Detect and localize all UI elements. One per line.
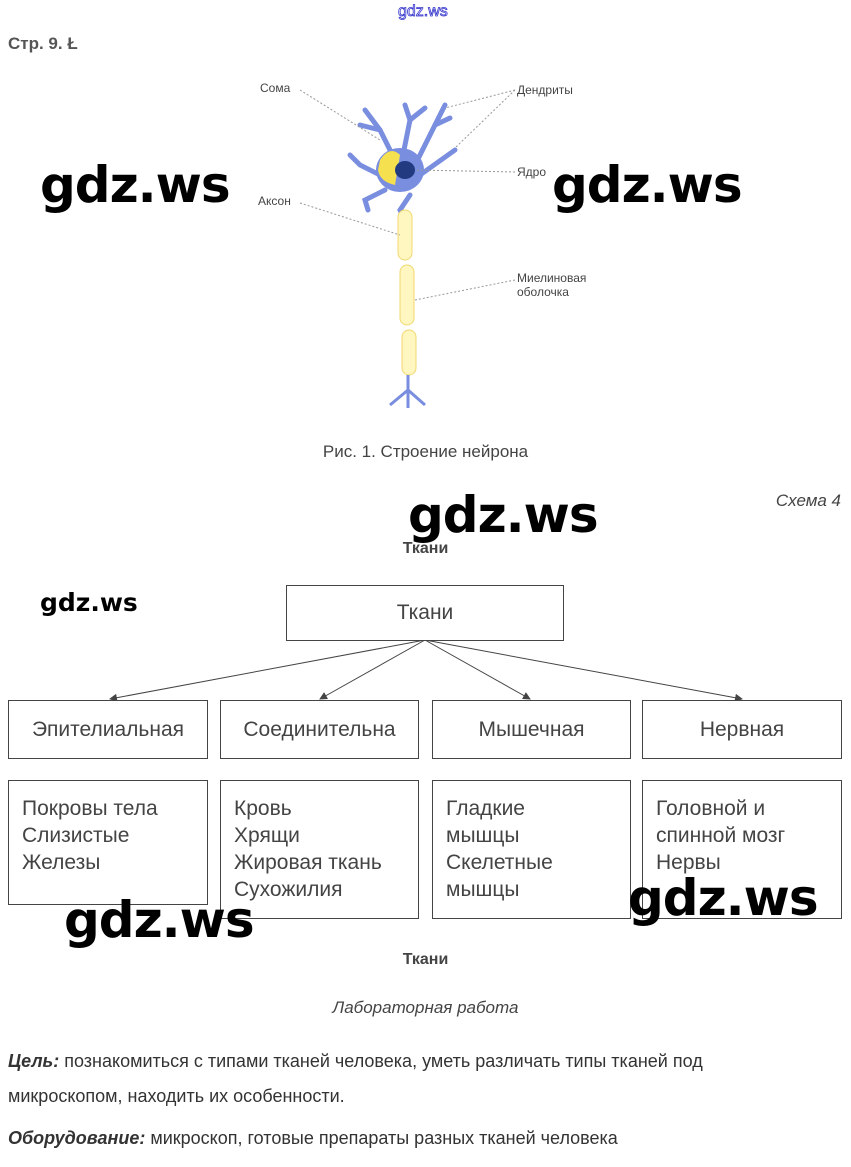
lab-title: Лабораторная работа — [332, 998, 519, 1017]
items-box-nervous: Головной и спинной мозг Нервы — [642, 780, 842, 919]
item: Покровы тела — [22, 797, 158, 820]
label-myelin-2: оболочка — [517, 285, 569, 299]
items-box-muscle: Гладкие мышцы Скелетные мышцы — [432, 780, 631, 919]
root-box: Ткани — [286, 585, 564, 641]
neuron-diagram — [299, 89, 516, 408]
item: Железы — [22, 851, 101, 874]
label-soma: Сома — [260, 81, 291, 95]
item: Жировая ткань — [234, 851, 382, 874]
scheme-title: Ткани — [402, 540, 449, 557]
label-myelin-1: Миелиновая — [517, 271, 587, 285]
label-nucleus: Ядро — [517, 165, 547, 179]
watermark: gdz.ws — [408, 486, 599, 544]
goal-text: познакомиться с типами тканей человека, … — [59, 1051, 703, 1071]
item: Сухожилия — [234, 878, 343, 901]
watermark: gdz.ws — [552, 156, 743, 214]
lab-equipment: Оборудование: микроскоп, готовые препара… — [8, 1128, 618, 1149]
item: спинной мозг — [656, 824, 786, 847]
item: Хрящи — [234, 824, 300, 847]
nucleus-icon — [395, 161, 415, 179]
item: Слизистые — [22, 824, 130, 847]
item: мышцы — [446, 824, 520, 847]
arrow-3 — [424, 639, 531, 700]
category-box: Соединительна — [220, 700, 419, 759]
figure-caption: Рис. 1. Строение нейрона — [322, 442, 529, 461]
watermark: gdz.ws — [628, 869, 819, 927]
category-box: Нервная — [642, 700, 842, 759]
items-box-epithelial: Покровы тела Слизистые Железы — [8, 780, 208, 905]
item: Скелетные — [446, 851, 553, 874]
item: Головной и — [656, 797, 766, 820]
arrow-1 — [109, 639, 426, 702]
equipment-text: микроскоп, готовые препараты разных ткан… — [145, 1128, 618, 1148]
watermark: gdz.ws — [64, 891, 255, 949]
top-watermark-link[interactable]: gdz.ws — [398, 3, 449, 21]
label-dendrites: Дендриты — [517, 83, 573, 97]
category-box: Эпителиальная — [8, 700, 208, 759]
item: Нервы — [656, 851, 721, 874]
axon-icon — [389, 209, 426, 408]
scheme-caption: Ткани — [402, 951, 449, 968]
page-heading: Стр. 9. Ł — [8, 34, 78, 53]
label-axon: Аксон — [258, 194, 291, 208]
watermark: gdz.ws — [40, 156, 231, 214]
watermark: gdz.ws — [40, 588, 138, 617]
lab-goal: Цель: познакомиться с типами тканей чело… — [8, 1044, 848, 1114]
item: мышцы — [446, 878, 520, 901]
scheme-number: Схема 4 — [775, 491, 841, 510]
arrow-4 — [424, 639, 743, 702]
goal-text-cont: микроскопом, находить их особенности. — [8, 1086, 345, 1106]
category-box: Мышечная — [432, 700, 631, 759]
item: Гладкие — [446, 797, 525, 820]
goal-label: Цель: — [8, 1051, 60, 1071]
items-box-connective: Кровь Хрящи Жировая ткань Сухожилия — [220, 780, 419, 919]
item: Кровь — [234, 797, 292, 820]
equipment-label: Оборудование: — [8, 1128, 146, 1148]
arrow-2 — [319, 639, 426, 700]
